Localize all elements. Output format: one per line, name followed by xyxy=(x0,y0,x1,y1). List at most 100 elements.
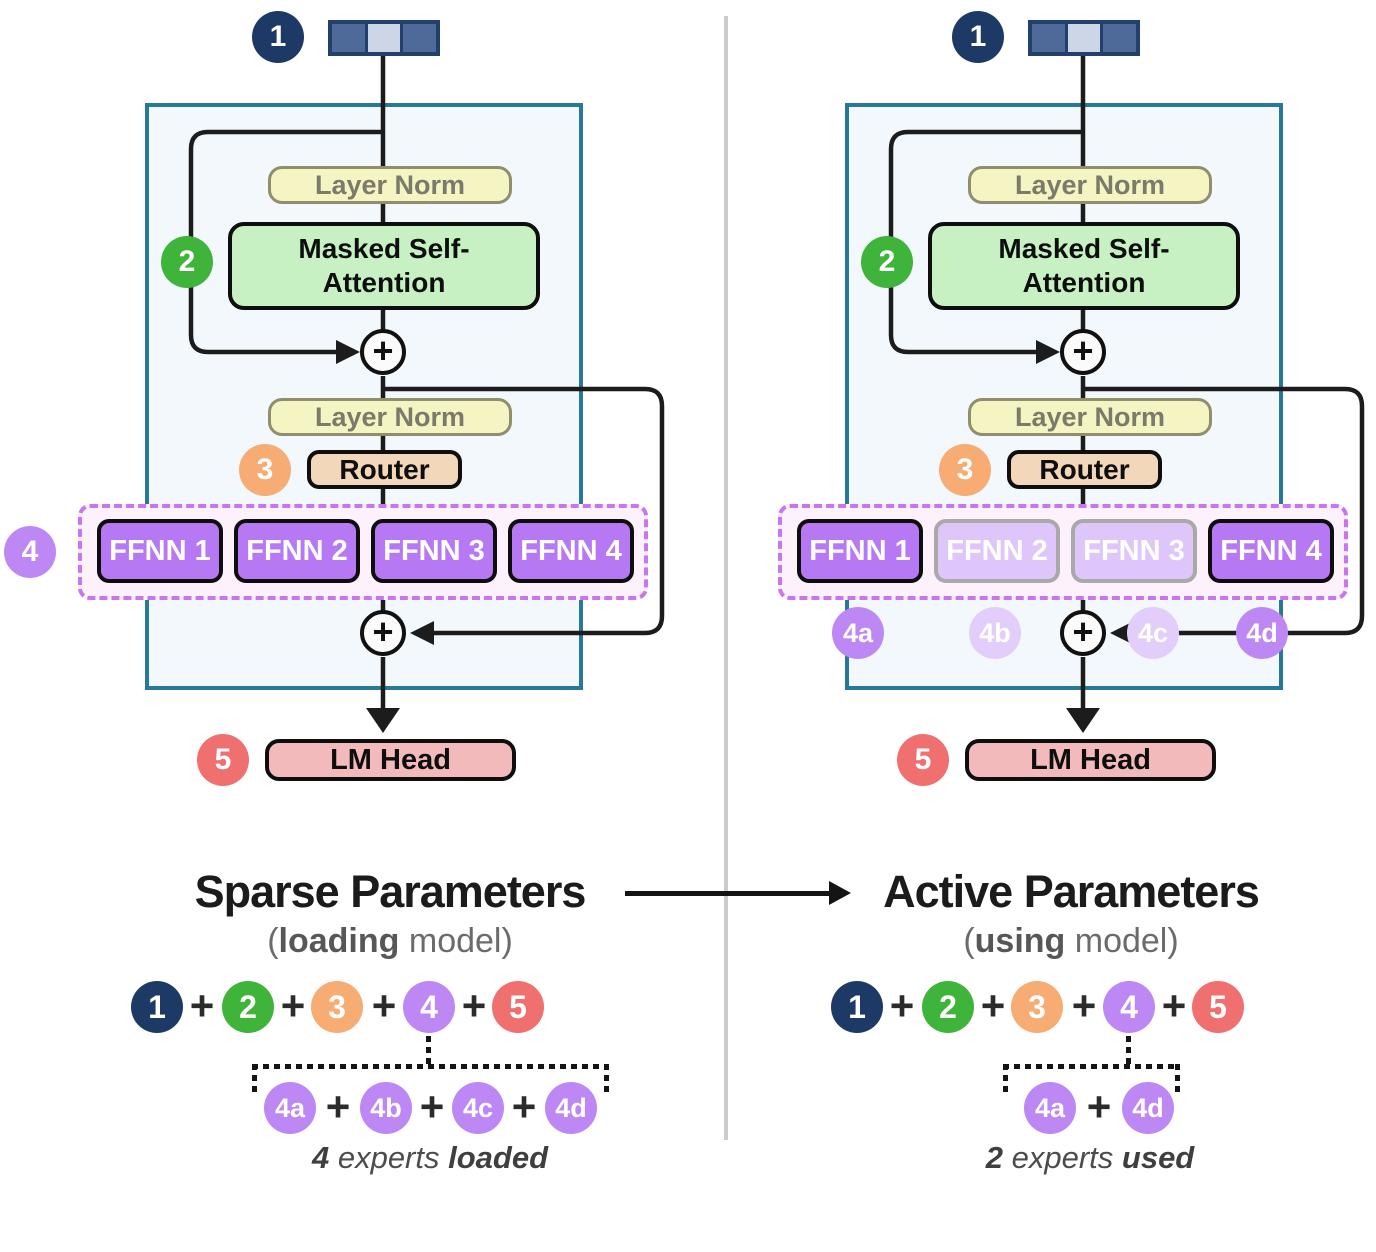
router: Router xyxy=(307,450,462,489)
eq-term-4: 4 xyxy=(403,981,455,1033)
subtitle-open: ( xyxy=(963,922,975,960)
ffnn-2: FFNN 2 xyxy=(234,519,360,583)
bracket-tick-right xyxy=(604,1064,609,1097)
caption-verb: used xyxy=(1121,1140,1195,1175)
token-cell xyxy=(403,24,437,52)
eq-term-2: 2 xyxy=(222,981,274,1033)
residual-add-1: + xyxy=(360,329,406,375)
plus-operator: + xyxy=(889,982,915,1029)
expansion-bracket xyxy=(252,1064,609,1069)
step-badge-5: 5 xyxy=(197,734,249,786)
residual-add-2: + xyxy=(1060,610,1106,656)
active-caption: 2 experts used xyxy=(890,1140,1290,1176)
expert-badge-4c-inactive: 4c xyxy=(1127,607,1179,659)
eq-term-1: 1 xyxy=(131,981,183,1033)
expert-term-4b: 4b xyxy=(360,1082,412,1134)
plus-operator: + xyxy=(419,1083,445,1130)
ffnn-2-inactive: FFNN 2 xyxy=(934,519,1060,583)
plus-operator: + xyxy=(1071,982,1097,1029)
output-arrowhead xyxy=(366,708,400,733)
ffnn-4-active: FFNN 4 xyxy=(1208,519,1334,583)
expert-term-4a: 4a xyxy=(264,1082,316,1134)
step-badge-3: 3 xyxy=(939,444,991,496)
expansion-stub xyxy=(1126,1036,1131,1066)
residual-add-1: + xyxy=(1060,329,1106,375)
caption-count: 4 xyxy=(311,1140,330,1175)
sparse-caption: 4 experts loaded xyxy=(230,1140,630,1176)
caption-verb: loaded xyxy=(448,1140,549,1175)
masked-self-attention: Masked Self-Attention xyxy=(928,222,1240,310)
expert-term-4a: 4a xyxy=(1024,1082,1076,1134)
plus-operator: + xyxy=(280,982,306,1029)
plus-operator: + xyxy=(325,1083,351,1130)
step-badge-5: 5 xyxy=(897,734,949,786)
plus-operator: + xyxy=(189,982,215,1029)
expansion-stub xyxy=(426,1036,431,1066)
bracket-tick-left xyxy=(1003,1064,1008,1097)
sparse-title: Sparse Parameters xyxy=(194,866,587,917)
token-cell xyxy=(332,24,365,52)
layer-norm-1: Layer Norm xyxy=(268,166,512,204)
ffnn-3-inactive: FFNN 3 xyxy=(1071,519,1197,583)
subtitle-rest: model) xyxy=(399,922,513,960)
plus-operator: + xyxy=(371,982,397,1029)
expert-badge-4b-inactive: 4b xyxy=(969,607,1021,659)
eq-term-4: 4 xyxy=(1103,981,1155,1033)
bracket-tick-left xyxy=(252,1064,257,1097)
router: Router xyxy=(1007,450,1162,489)
ffnn-1-active: FFNN 1 xyxy=(797,519,923,583)
sparse-subtitle: (loading model) xyxy=(40,922,740,961)
ffnn-3: FFNN 3 xyxy=(371,519,497,583)
token-embedding xyxy=(328,20,440,56)
plus-operator: + xyxy=(1086,1083,1112,1130)
active-panel: 1 Layer Norm 2 Masked Self-Attention + L… xyxy=(700,0,1376,1252)
layer-norm-1: Layer Norm xyxy=(968,166,1212,204)
step-badge-2: 2 xyxy=(861,236,913,288)
masked-self-attention: Masked Self-Attention xyxy=(228,222,540,310)
layer-norm-2: Layer Norm xyxy=(268,398,512,436)
plus-operator: + xyxy=(511,1083,537,1130)
expert-term-4d: 4d xyxy=(545,1082,597,1134)
step-badge-4: 4 xyxy=(4,526,56,578)
expert-term-4d: 4d xyxy=(1122,1082,1174,1134)
subtitle-bold-word: loading xyxy=(278,922,400,960)
sparse-to-active-arrowhead xyxy=(829,881,851,905)
expert-term-4c: 4c xyxy=(452,1082,504,1134)
step-badge-1: 1 xyxy=(252,11,304,63)
layer-norm-2: Layer Norm xyxy=(968,398,1212,436)
eq-term-3: 3 xyxy=(1011,981,1063,1033)
token-cell xyxy=(1067,24,1101,52)
active-subtitle: (using model) xyxy=(721,922,1376,961)
ffnn-4: FFNN 4 xyxy=(508,519,634,583)
eq-term-5: 5 xyxy=(492,981,544,1033)
eq-term-5: 5 xyxy=(1192,981,1244,1033)
ffnn-1: FFNN 1 xyxy=(97,519,223,583)
panel-divider xyxy=(724,16,728,1140)
subtitle-open: ( xyxy=(267,922,279,960)
lm-head: LM Head xyxy=(265,739,516,781)
plus-operator: + xyxy=(980,982,1006,1029)
expansion-bracket xyxy=(1003,1064,1180,1069)
caption-count: 2 xyxy=(985,1140,1003,1175)
subtitle-rest: model) xyxy=(1065,922,1179,960)
step-badge-2: 2 xyxy=(161,236,213,288)
token-cell xyxy=(367,24,401,52)
eq-term-2: 2 xyxy=(922,981,974,1033)
plus-operator: + xyxy=(461,982,487,1029)
sparse-to-active-arrow xyxy=(625,891,833,896)
token-cell xyxy=(1032,24,1065,52)
plus-operator: + xyxy=(1161,982,1187,1029)
token-embedding xyxy=(1028,20,1140,56)
token-cell xyxy=(1103,24,1137,52)
caption-mid: experts xyxy=(329,1140,449,1175)
eq-term-3: 3 xyxy=(311,981,363,1033)
lm-head: LM Head xyxy=(965,739,1216,781)
subtitle-bold-word: using xyxy=(974,922,1066,960)
bracket-tick-right xyxy=(1175,1064,1180,1097)
sparse-panel: 1 Layer Norm 2 Masked Self-Attention + L… xyxy=(4,11,665,1176)
caption-mid: experts xyxy=(1003,1140,1122,1175)
expert-badge-4d: 4d xyxy=(1236,607,1288,659)
residual-add-2: + xyxy=(360,610,406,656)
expert-badge-4a: 4a xyxy=(832,607,884,659)
eq-term-1: 1 xyxy=(831,981,883,1033)
